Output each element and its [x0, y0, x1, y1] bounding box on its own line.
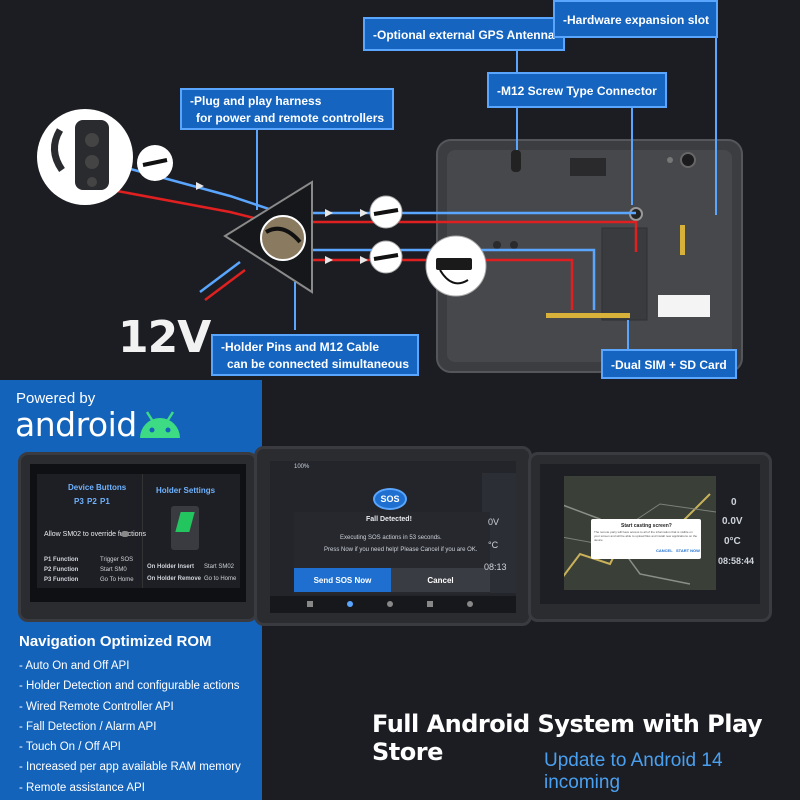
p2-label[interactable]: P2	[87, 497, 97, 506]
pogo-pins	[546, 313, 630, 318]
feature-item: - Touch On / Off API	[19, 741, 121, 754]
cast-dialog-title: Start casting screen?	[621, 523, 672, 529]
holder-settings-header: Holder Settings	[156, 486, 216, 495]
tablet-left-screen	[30, 464, 246, 602]
side-voltage: 0V	[488, 517, 500, 527]
side-time: 08:13	[484, 562, 507, 572]
sos-dialog-line1: Executing SOS actions in 53 seconds.	[340, 535, 442, 541]
send-sos-button[interactable]: Send SOS Now	[294, 568, 391, 592]
cast-dialog-body: The remote party will have access to all…	[594, 530, 698, 542]
p1-label[interactable]: P1	[100, 497, 110, 506]
callout-holder-pins: -Holder Pins and M12 Cable can be connec…	[211, 334, 420, 376]
device-buttons-header: Device Buttons	[68, 483, 127, 492]
sos-badge: SOS	[373, 488, 407, 510]
callout-m12-connector: -M12 Screw Type Connector	[487, 72, 667, 108]
time-readout: 08:58:44	[718, 556, 755, 566]
user-icon[interactable]	[347, 601, 353, 607]
expansion-slot	[570, 158, 606, 176]
feature-item: - Fall Detection / Alarm API	[19, 720, 157, 733]
callout-expansion-slot: -Hardware expansion slot	[553, 0, 718, 38]
feature-item: - Auto On and Off API	[19, 660, 130, 672]
wiring-diagram	[37, 38, 743, 373]
settings-icon[interactable]	[387, 601, 393, 607]
powered-by-text: Powered by	[16, 390, 96, 407]
android-robot-icon	[140, 411, 180, 438]
android-wordmark: android	[15, 405, 137, 444]
cast-dialog	[591, 519, 701, 559]
p2-function-value[interactable]: Start SM0	[100, 567, 127, 573]
p3-function-value[interactable]: Go To Home	[100, 577, 134, 583]
battery-status: 100%	[294, 464, 310, 470]
p2-function-label: P2 Function	[44, 567, 79, 573]
holder-image	[171, 506, 199, 550]
voltage-label: 12V	[118, 312, 211, 363]
callout-harness: -Plug and play harness for power and rem…	[180, 88, 395, 130]
holder-remove-label: On Holder Remove	[147, 576, 202, 582]
feature-list: - Auto On and Off API - Holder Detection…	[19, 656, 241, 798]
gps-antenna-port	[511, 150, 521, 172]
p3-function-label: P3 Function	[44, 577, 79, 583]
override-toggle[interactable]	[121, 531, 129, 537]
speed-readout: 0	[731, 497, 737, 508]
allow-override-label: Allow SM02 to override functions	[44, 531, 146, 538]
cast-cancel-button[interactable]: CANCEL	[656, 548, 673, 553]
voltage-readout: 0.0V	[722, 516, 743, 527]
headline: Full Android System with Play Store	[372, 710, 763, 766]
sim-slot	[601, 227, 648, 321]
power-icon[interactable]	[467, 601, 473, 607]
temp-readout: 0°C	[724, 536, 741, 547]
callout-dual-sim: -Dual SIM + SD Card	[601, 349, 737, 379]
feature-item: - Wired Remote Controller API	[19, 700, 174, 713]
callout-gps-antenna: -Optional external GPS Antenna	[363, 17, 565, 51]
holder-remove-value[interactable]: Go to Home	[204, 576, 237, 582]
holder-insert-value[interactable]: Start SM02	[204, 564, 235, 570]
p3-label[interactable]: P3	[74, 497, 84, 506]
feature-item: - Holder Detection and configurable acti…	[19, 680, 240, 693]
label-sticker	[658, 295, 710, 317]
home-icon[interactable]	[307, 601, 313, 607]
holder-insert-label: On Holder Insert	[147, 564, 195, 570]
feature-item: - Remote assistance API	[19, 781, 145, 794]
bottom-nav-bar	[290, 598, 490, 610]
cast-start-button[interactable]: START NOW	[676, 548, 700, 553]
sos-dialog-line2: Press Now if you need help! Please Cance…	[324, 547, 478, 553]
cancel-sos-button[interactable]: Cancel	[391, 568, 490, 592]
sos-dialog-title: Fall Detected!	[366, 516, 412, 523]
apps-icon[interactable]	[427, 601, 433, 607]
p1-function-value[interactable]: Trigger SOS	[100, 557, 134, 563]
feature-item: - Increased per app available RAM memory	[19, 761, 241, 774]
p1-function-label: P1 Function	[44, 557, 79, 563]
nav-rom-title: Navigation Optimized ROM	[19, 633, 212, 650]
subheadline: Update to Android 14 incoming	[544, 750, 723, 793]
side-temp: °C	[488, 540, 499, 550]
camera-lens	[680, 152, 696, 168]
